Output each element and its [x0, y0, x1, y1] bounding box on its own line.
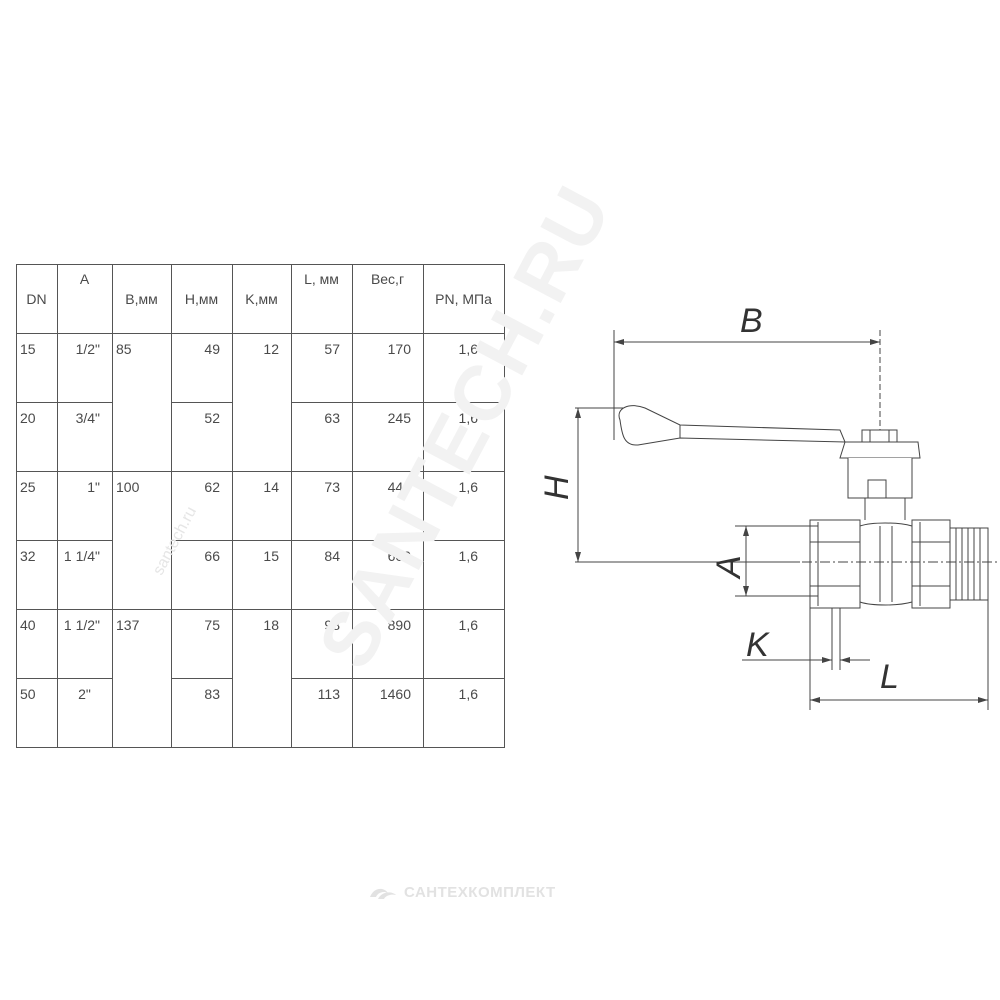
- cell-h: 83: [171, 678, 233, 748]
- cell-k: 18: [232, 609, 292, 748]
- table-row: 50 2" 83 113 1460 1,6: [16, 678, 505, 748]
- cell-pn: 1,6: [423, 402, 505, 472]
- cell-weight: 440: [352, 471, 424, 541]
- label-h: H: [538, 475, 576, 500]
- cell-dn: 32: [16, 540, 58, 610]
- cell-dn: 20: [16, 402, 58, 472]
- cell-h: 52: [171, 402, 233, 472]
- spec-table-container: DN A B,мм H,мм K,мм L, мм Вес,г PN, МПа …: [16, 264, 505, 748]
- valve-handle: [618, 405, 846, 446]
- header-pn: PN, МПа: [423, 264, 505, 334]
- cell-l: 73: [291, 471, 353, 541]
- cell-h: 62: [171, 471, 233, 541]
- label-b: B: [740, 302, 763, 340]
- cell-a: 1": [57, 471, 113, 541]
- cell-l: 98: [291, 609, 353, 679]
- header-a: A: [57, 264, 113, 334]
- cell-a: 1 1/2": [57, 609, 113, 679]
- cell-a: 3/4": [57, 402, 113, 472]
- cell-k: 14: [232, 471, 292, 541]
- cell-l: 113: [291, 678, 353, 748]
- header-row: DN A B,мм H,мм K,мм L, мм Вес,г PN, МПа: [16, 264, 505, 334]
- table-row: 32 1 1/4" 66 15 84 600 1,6: [16, 540, 505, 610]
- table-row: 20 3/4" 52 63 245 1,6: [16, 402, 505, 472]
- cell-dn: 50: [16, 678, 58, 748]
- label-k: K: [746, 626, 770, 664]
- brand-name: САНТЕХКОМПЛЕКТ: [404, 884, 556, 901]
- cell-pn: 1,6: [423, 678, 505, 748]
- cell-dn: 40: [16, 609, 58, 679]
- cell-l: 84: [291, 540, 353, 610]
- valve-body-right: [911, 519, 951, 609]
- cell-b: 100: [112, 471, 172, 610]
- cell-weight: 1460: [352, 678, 424, 748]
- cell-l: 57: [291, 333, 353, 403]
- cell-dn: 25: [16, 471, 58, 541]
- table-row: 40 1 1/2" 137 75 18 98 890 1,6: [16, 609, 505, 748]
- cell-a: 2": [57, 678, 113, 748]
- cell-weight: 245: [352, 402, 424, 472]
- cell-h: 66: [171, 540, 233, 610]
- header-l: L, мм: [291, 264, 353, 334]
- cell-h: 49: [171, 333, 233, 403]
- cell-l: 63: [291, 402, 353, 472]
- cell-pn: 1,6: [423, 609, 505, 679]
- valve-drawing: B H A K L: [538, 302, 998, 710]
- cell-k: 15: [232, 540, 292, 610]
- cell-weight: 890: [352, 609, 424, 679]
- spec-table: DN A B,мм H,мм K,мм L, мм Вес,г PN, МПа …: [16, 264, 505, 748]
- table-row: 15 1/2" 85 49 12 57 170 1,6: [16, 333, 505, 472]
- cell-dn: 15: [16, 333, 58, 403]
- cell-b: 137: [112, 609, 172, 748]
- brand-logo: САНТЕХКОМПЛЕКТ: [368, 884, 556, 901]
- cell-pn: 1,6: [423, 540, 505, 610]
- cell-weight: 170: [352, 333, 424, 403]
- header-dn: DN: [16, 264, 58, 334]
- cell-weight: 600: [352, 540, 424, 610]
- cell-k: 12: [232, 333, 292, 472]
- table-row: 25 1" 100 62 14 73 440 1,6: [16, 471, 505, 610]
- valve-body-center: [859, 522, 913, 606]
- cell-h: 75: [171, 609, 233, 679]
- cell-pn: 1,6: [423, 471, 505, 541]
- cell-pn: 1,6: [423, 333, 505, 403]
- cell-b: 85: [112, 333, 172, 472]
- header-h: H,мм: [171, 264, 233, 334]
- header-b: B,мм: [112, 264, 172, 334]
- header-weight: Вес,г: [352, 264, 424, 334]
- label-l: L: [880, 658, 899, 696]
- cell-a: 1 1/4": [57, 540, 113, 610]
- cell-a: 1/2": [57, 333, 113, 403]
- brand-logo-icon: [370, 888, 396, 899]
- header-k: K,мм: [232, 264, 292, 334]
- label-a: A: [710, 555, 748, 580]
